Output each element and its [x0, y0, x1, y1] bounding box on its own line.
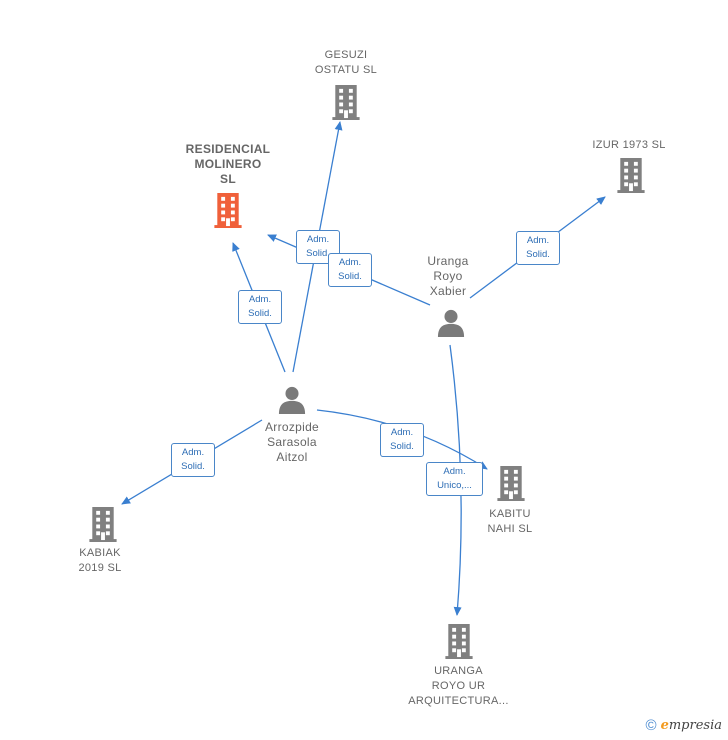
building-icon[interactable] — [332, 85, 360, 120]
building-icon[interactable] — [497, 466, 525, 501]
edge-label-arrozpide-kabitu[interactable]: Adm. Solid. — [380, 423, 424, 457]
edge-label-uranga-urangacompany[interactable]: Adm. Unico,... — [426, 462, 483, 496]
building-icon[interactable] — [214, 193, 242, 228]
node-label-arrozpide[interactable]: Arrozpide Sarasola Aitzol — [264, 420, 320, 464]
edges — [121, 121, 606, 616]
edge-label-arrozpide-kabiak[interactable]: Adm. Solid. — [171, 443, 215, 477]
node-label-izur[interactable]: IZUR 1973 SL — [592, 139, 666, 151]
building-icon[interactable] — [445, 624, 473, 659]
person-icon[interactable] — [278, 386, 306, 414]
edge-label-arrozpide-residencial[interactable]: Adm. Solid. — [238, 290, 282, 324]
edge-label-uranga-residencial[interactable]: Adm. Solid. — [328, 253, 372, 287]
building-icon[interactable] — [617, 158, 645, 193]
node-label-kabiak[interactable]: KABIAK 2019 SL — [78, 547, 122, 574]
person-icon[interactable] — [437, 309, 465, 337]
brand-logo: empresia — [660, 718, 722, 733]
edge-label-uranga-izur[interactable]: Adm. Solid. — [516, 231, 560, 265]
footer-brand[interactable]: © empresia — [646, 717, 722, 734]
node-label-uranga-company[interactable]: URANGA ROYO UR ARQUITECTURA... — [408, 665, 509, 707]
building-icon[interactable] — [89, 507, 117, 542]
node-label-kabitu[interactable]: KABITU NAHI SL — [487, 508, 533, 535]
node-label-uranga-person[interactable]: Uranga Royo Xabier — [427, 254, 469, 298]
node-label-residencial[interactable]: RESIDENCIAL MOLINERO SL — [185, 142, 271, 186]
copyright-icon: © — [645, 717, 657, 734]
node-label-gesuzi[interactable]: GESUZI OSTATU SL — [314, 49, 378, 76]
